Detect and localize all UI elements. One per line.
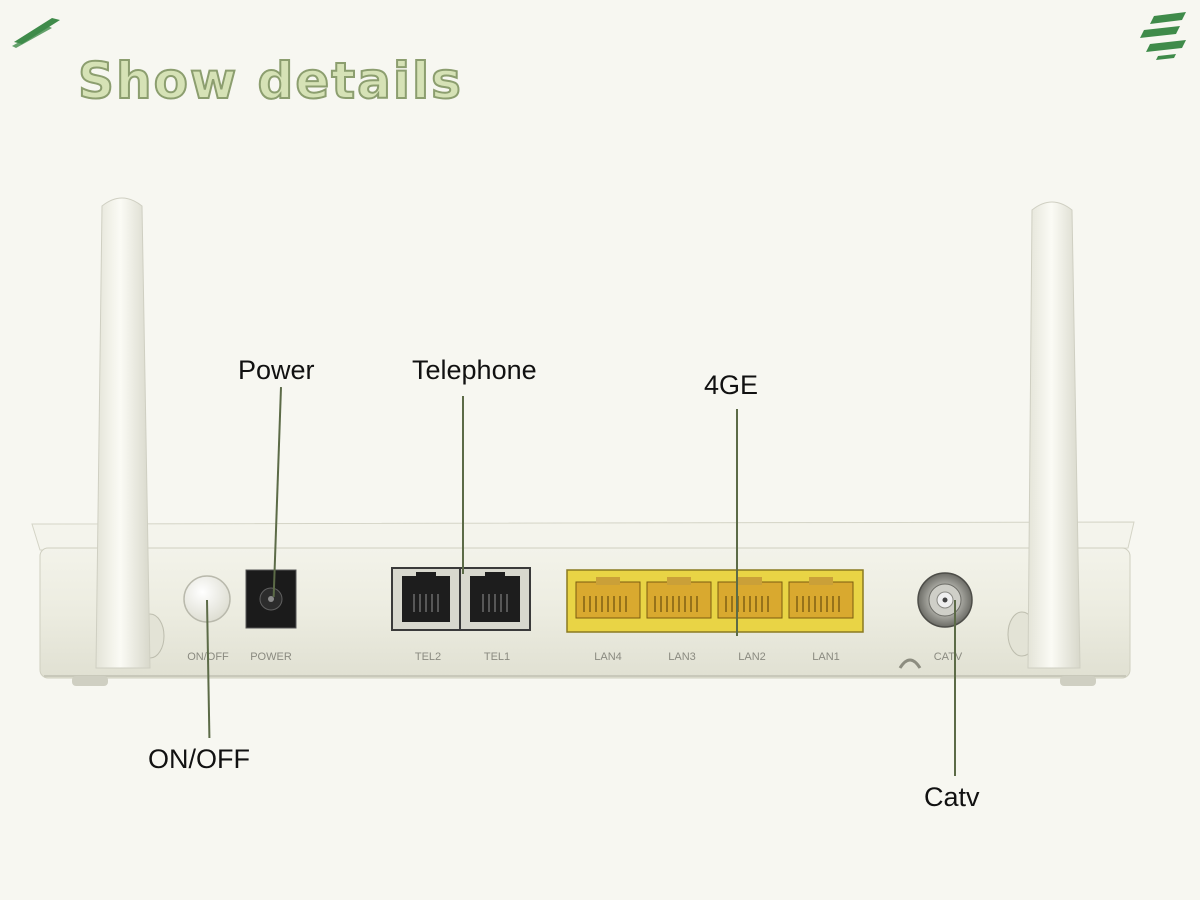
antenna-icon xyxy=(1027,201,1081,669)
port-label-lan3: LAN3 xyxy=(668,651,696,663)
callout-onoff: ON/OFF xyxy=(148,744,250,774)
logo-bars-icon xyxy=(1140,12,1186,60)
power-button-icon xyxy=(183,575,231,623)
callout-power: Power xyxy=(238,355,315,385)
port-label-lan2: LAN2 xyxy=(738,651,766,663)
callout-catv: Catv xyxy=(924,782,980,812)
antenna-icon xyxy=(95,197,151,669)
rj45-port-icon xyxy=(575,577,641,619)
callout-4ge: 4GE xyxy=(704,370,759,400)
slide-title: Show details xyxy=(77,52,463,110)
logo-stripe-icon xyxy=(12,18,60,48)
port-label-tel1: TEL1 xyxy=(484,651,510,663)
rj11-port-icon xyxy=(459,567,531,631)
port-label-lan1: LAN1 xyxy=(812,651,840,663)
lan-ports-block xyxy=(566,569,864,633)
ge-leader-line xyxy=(736,409,738,636)
port-label-onoff: ON/OFF xyxy=(187,651,229,663)
port-label-power: POWER xyxy=(250,651,292,663)
dc-jack-icon xyxy=(245,569,297,629)
port-label-lan4: LAN4 xyxy=(594,651,622,663)
rj45-port-icon xyxy=(788,577,854,619)
port-label-catv: CATV xyxy=(934,651,963,663)
telephone-leader-line xyxy=(462,396,464,574)
coax-connector-icon xyxy=(917,572,973,628)
port-label-tel2: TEL2 xyxy=(415,651,441,663)
callout-telephone: Telephone xyxy=(412,355,537,385)
catv-leader-line xyxy=(954,600,956,776)
rj45-port-icon xyxy=(717,577,783,619)
rj45-port-icon xyxy=(646,577,712,619)
rj11-port-icon xyxy=(391,567,461,631)
